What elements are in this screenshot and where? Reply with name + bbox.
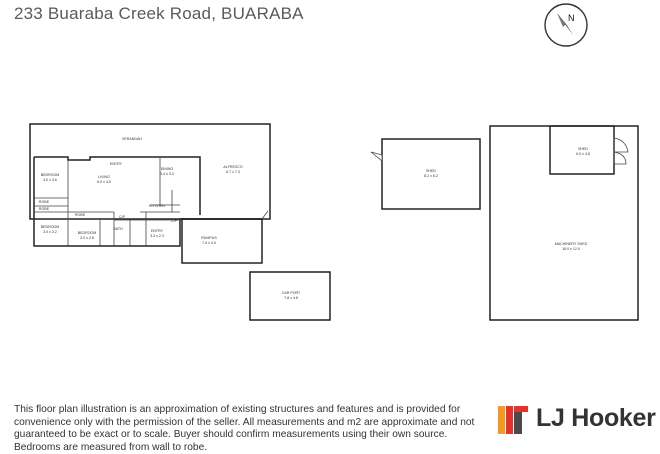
label-verandah: VERANDAH	[122, 137, 142, 141]
label-living: LIVING	[98, 175, 110, 179]
label-rumpus-size: 7.0 x 4.0	[202, 241, 216, 245]
label-robe-3: ROBE	[75, 213, 86, 217]
label-machinery-shed-size: 18.0 x 12.0	[562, 247, 580, 251]
page-title: 233 Buaraba Creek Road, BUARABA	[14, 4, 304, 23]
label-kitchen: KITCHEN	[149, 204, 165, 208]
carport-outline	[249, 271, 331, 321]
north-arrow-icon: N	[544, 3, 588, 47]
label-bedroom-2: BEDROOM	[41, 225, 60, 229]
label-living-size: 6.0 x 4.0	[97, 180, 111, 184]
label-carport-size: 7.8 x 4.8	[284, 296, 298, 300]
label-cupboard-2: C/P	[171, 219, 178, 223]
label-shed-size: 8.2 x 6.2	[424, 174, 438, 178]
label-bedroom-3: BEDROOM	[78, 231, 97, 235]
label-small-shed: SHED	[578, 147, 588, 151]
label-alfresco-size: 6.7 x 7.3	[226, 170, 240, 174]
label-machinery-shed: MACHINERY SHED	[555, 242, 588, 246]
label-bedroom-1: BEDROOM	[41, 173, 60, 177]
label-robe-1: ROBE	[39, 200, 50, 204]
label-entry: ENTRY	[110, 162, 123, 166]
label-dining-size: 3.4 x 3.3	[160, 172, 174, 176]
machinery-shed-outline	[489, 125, 639, 321]
lj-hooker-logo-icon	[498, 406, 528, 434]
verandah-outline	[29, 123, 271, 220]
label-robe-2: ROBE	[39, 207, 50, 211]
label-bedroom-2-size: 3.0 x 3.2	[43, 230, 57, 234]
label-shed: SHED	[426, 169, 436, 173]
rumpus-outline	[181, 218, 263, 264]
compass-letter: N	[568, 13, 575, 23]
label-small-shed-size: 6.0 x 4.8	[576, 152, 590, 156]
brand-name: LJ Hooker	[536, 404, 656, 432]
label-dining: DINING	[161, 167, 174, 171]
label-entry-2: ENTRY	[151, 229, 164, 233]
floor-plan: VERANDAH ENTRY ALFRESCO 6.7 x 7.3 DINING…	[29, 123, 639, 321]
label-bath: BATH	[113, 227, 123, 231]
label-rumpus: RUMPUS	[201, 236, 217, 240]
label-cupboard-1: C/P	[119, 215, 126, 219]
label-bedroom-3-size: 3.0 x 2.8	[80, 236, 94, 240]
label-alfresco: ALFRESCO	[223, 165, 243, 169]
label-carport: CAR PORT	[282, 291, 301, 295]
house-top-wall	[34, 156, 201, 215]
label-entry-2-size: 3.3 x 2.3	[150, 234, 164, 238]
disclaimer-text: This floor plan illustration is an appro…	[14, 404, 475, 453]
label-bedroom-1-size: 4.0 x 3.6	[43, 178, 57, 182]
shed-outline	[381, 138, 481, 210]
